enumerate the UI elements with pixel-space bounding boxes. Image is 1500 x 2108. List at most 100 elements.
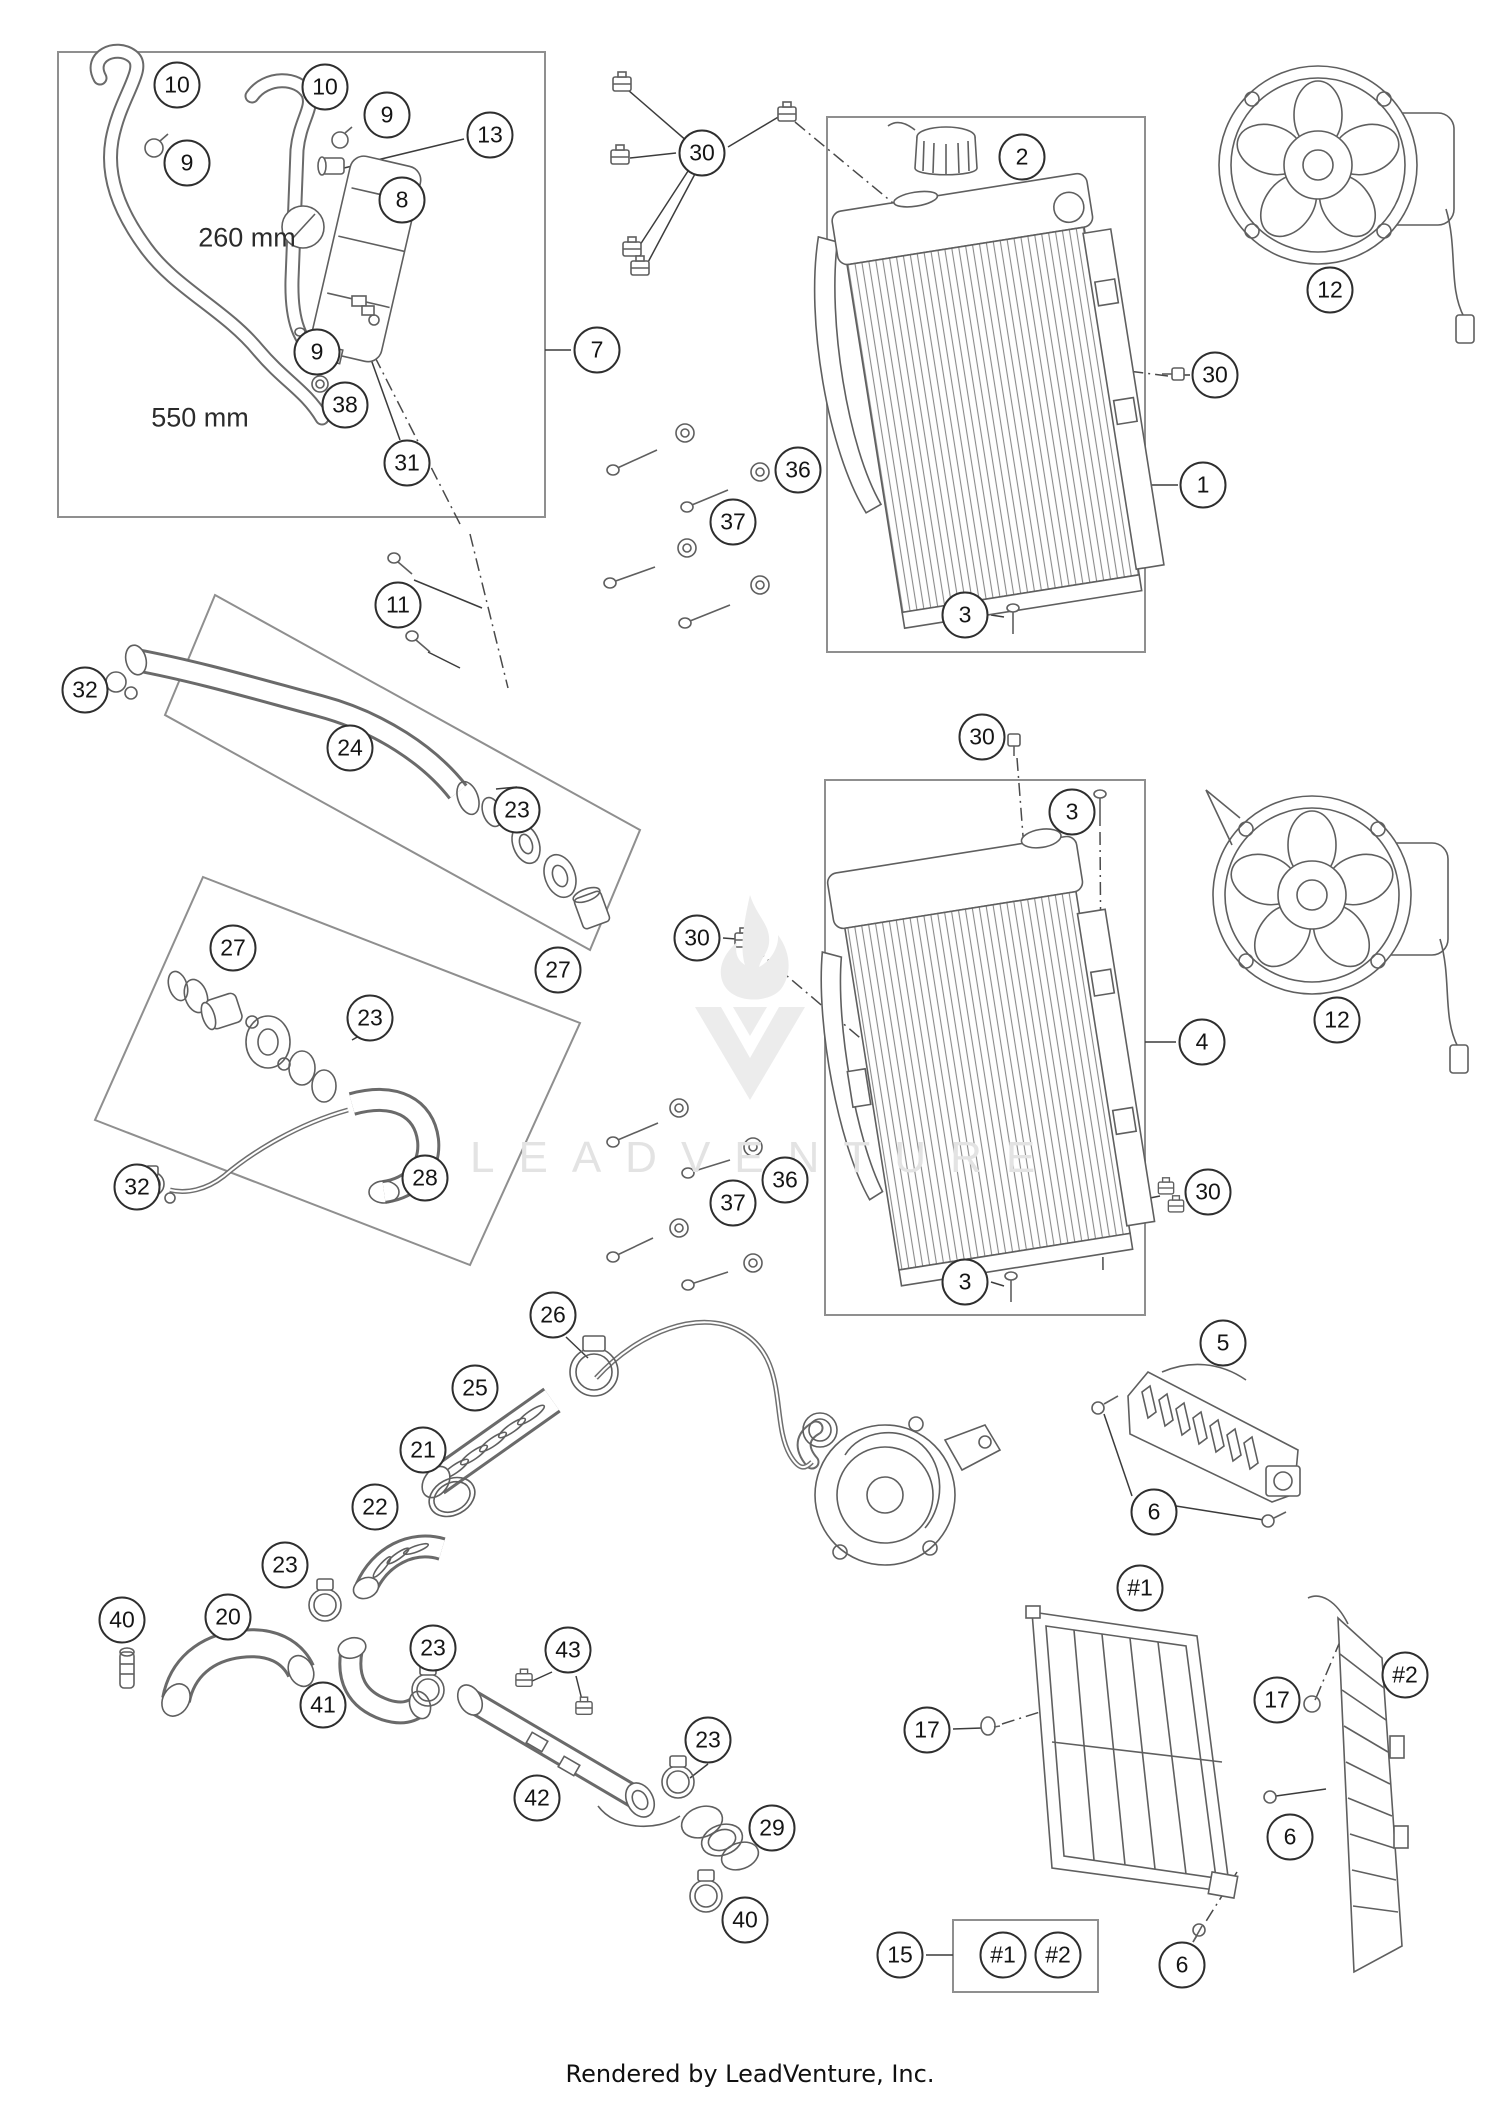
callout-10[interactable]: 10	[301, 63, 349, 111]
callout-28[interactable]: 28	[401, 1154, 449, 1202]
nut-38-icon	[311, 375, 329, 393]
screw-30-right-icon	[1162, 367, 1185, 381]
bolt-cluster-top-drawing	[603, 423, 770, 629]
leadventure-logo-icon	[695, 895, 805, 1100]
callout-26[interactable]: 26	[529, 1291, 577, 1339]
callout-25[interactable]: 25	[451, 1364, 499, 1412]
elbow-41-drawing	[337, 1636, 432, 1725]
callout-1[interactable]: 1	[1179, 461, 1227, 509]
bolt-17-a-icon	[980, 1716, 1001, 1736]
callout-17[interactable]: 17	[1253, 1676, 1301, 1724]
callout-36[interactable]: 36	[774, 446, 822, 494]
fan-bracket-icon	[1205, 789, 1241, 846]
callout-30[interactable]: 30	[678, 129, 726, 177]
hose-550mm-drawing	[89, 43, 330, 426]
callout-30[interactable]: 30	[673, 914, 721, 962]
callout-2[interactable]: 2	[998, 133, 1046, 181]
callout-8[interactable]: 8	[378, 176, 426, 224]
callout-23[interactable]: 23	[684, 1716, 732, 1764]
callout-23[interactable]: 23	[493, 786, 541, 834]
callout-32[interactable]: 32	[61, 666, 109, 714]
hose-clamp-9-top-icon	[331, 126, 353, 149]
callout-29[interactable]: 29	[748, 1804, 796, 1852]
water-pump-drawing	[796, 1412, 1002, 1566]
fitting-13-drawing	[317, 156, 345, 176]
callout-9[interactable]: 9	[293, 328, 341, 376]
callout-hash1[interactable]: #1	[979, 1931, 1027, 1979]
callout-32[interactable]: 32	[113, 1163, 161, 1211]
callout-4[interactable]: 4	[1178, 1018, 1226, 1066]
callout-3[interactable]: 3	[1048, 788, 1096, 836]
hose-20-drawing	[161, 1628, 315, 1717]
callout-27[interactable]: 27	[209, 924, 257, 972]
dimension-label: 550 mm	[151, 402, 249, 433]
callout-36[interactable]: 36	[761, 1156, 809, 1204]
callout-5[interactable]: 5	[1199, 1319, 1247, 1367]
watermark-text: LEADVENTURE	[470, 1133, 1060, 1182]
callout-6[interactable]: 6	[1266, 1813, 1314, 1861]
callout-30[interactable]: 30	[1191, 351, 1239, 399]
bolt-6-b-icon	[1263, 1790, 1277, 1804]
hose-clamp-9-left-icon	[144, 133, 169, 158]
callout-38[interactable]: 38	[321, 381, 369, 429]
callout-27[interactable]: 27	[534, 946, 582, 994]
screw-30-mid-icon	[1007, 733, 1021, 756]
callout-20[interactable]: 20	[204, 1593, 252, 1641]
callout-hash2[interactable]: #2	[1034, 1931, 1082, 1979]
callout-23[interactable]: 23	[346, 994, 394, 1042]
guard-1-drawing	[1025, 1605, 1239, 1900]
oring-21-icon	[428, 1476, 476, 1518]
callout-40[interactable]: 40	[721, 1896, 769, 1944]
callout-hash2[interactable]: #2	[1381, 1651, 1429, 1699]
callout-6[interactable]: 6	[1158, 1941, 1206, 1989]
callout-31[interactable]: 31	[383, 439, 431, 487]
callout-12[interactable]: 12	[1306, 266, 1354, 314]
louver-guard-5-drawing	[1127, 1363, 1301, 1503]
callout-43[interactable]: 43	[544, 1626, 592, 1674]
ribbed-hose-25-drawing	[421, 1387, 561, 1499]
tube-42-drawing	[456, 1684, 681, 1828]
dimension-label: 260 mm	[198, 222, 296, 253]
screws-6-guard5-drawing	[1091, 1395, 1287, 1528]
guard-2-drawing	[1307, 1595, 1409, 1974]
callout-15[interactable]: 15	[876, 1931, 924, 1979]
callout-11[interactable]: 11	[374, 581, 422, 629]
callout-7[interactable]: 7	[573, 326, 621, 374]
callout-42[interactable]: 42	[513, 1774, 561, 1822]
callout-3[interactable]: 3	[941, 1258, 989, 1306]
callout-22[interactable]: 22	[351, 1483, 399, 1531]
callout-10[interactable]: 10	[153, 61, 201, 109]
callout-21[interactable]: 21	[399, 1426, 447, 1474]
radiator-1-drawing	[813, 172, 1165, 630]
callout-hash1[interactable]: #1	[1116, 1564, 1164, 1612]
callout-17[interactable]: 17	[903, 1706, 951, 1754]
callout-9[interactable]: 9	[163, 139, 211, 187]
callout-6[interactable]: 6	[1130, 1488, 1178, 1536]
callout-40[interactable]: 40	[98, 1596, 146, 1644]
callout-37[interactable]: 37	[709, 498, 757, 546]
radiator-4-drawing	[820, 828, 1156, 1287]
callout-9[interactable]: 9	[363, 91, 411, 139]
ribbed-elbow-22-drawing	[352, 1534, 446, 1600]
callout-23[interactable]: 23	[409, 1624, 457, 1672]
screw-3-bottom-icon	[1004, 1271, 1018, 1302]
callout-3[interactable]: 3	[941, 591, 989, 639]
callout-24[interactable]: 24	[326, 724, 374, 772]
bolt-17-b-icon	[1303, 1695, 1321, 1713]
callout-41[interactable]: 41	[299, 1681, 347, 1729]
screw-3-mid-icon	[1093, 789, 1107, 826]
callout-37[interactable]: 37	[709, 1179, 757, 1227]
tube-24-drawing	[124, 644, 611, 930]
callout-30[interactable]: 30	[1184, 1168, 1232, 1216]
callout-30[interactable]: 30	[958, 713, 1006, 761]
watermark: LEADVENTURE	[470, 895, 1060, 1183]
screws-11-drawing	[387, 552, 431, 653]
callout-12[interactable]: 12	[1313, 996, 1361, 1044]
callout-23[interactable]: 23	[261, 1541, 309, 1589]
callout-13[interactable]: 13	[466, 111, 514, 159]
rings-29-drawing	[680, 1805, 760, 1871]
fitting-40-left-icon	[119, 1647, 135, 1689]
